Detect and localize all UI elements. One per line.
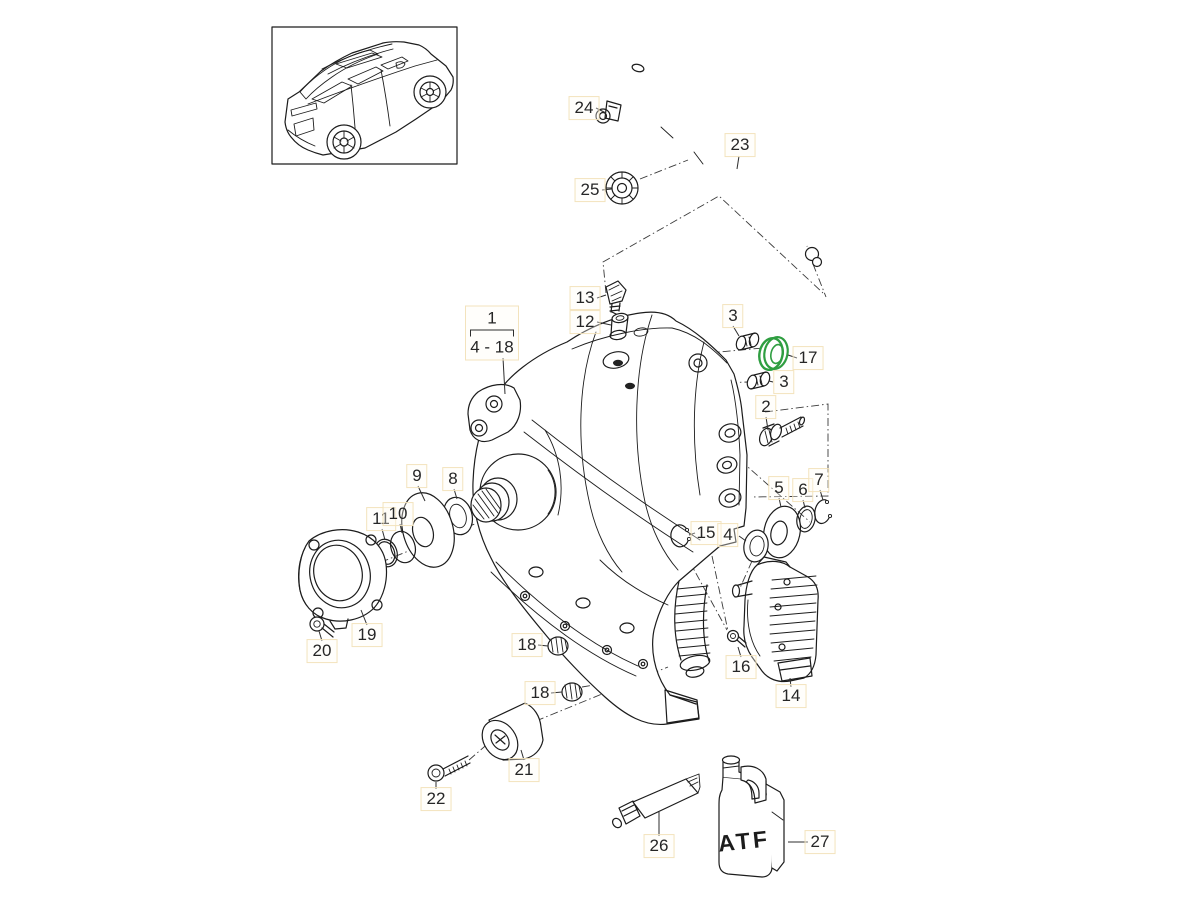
callout-label-10[interactable]: 10 <box>382 502 414 526</box>
rear-window <box>299 49 379 100</box>
callout-label-7[interactable]: 7 <box>808 468 830 492</box>
bolt-20[interactable] <box>309 616 335 638</box>
callout-label-22[interactable]: 22 <box>420 787 452 811</box>
callout-label-15[interactable]: 15 <box>690 521 722 545</box>
seal-ring-4[interactable] <box>741 528 770 564</box>
tube-end-fitting <box>804 246 823 268</box>
bearing-cover-19[interactable] <box>298 529 388 630</box>
group-bracket <box>470 329 514 337</box>
callout-label-14[interactable]: 14 <box>775 684 807 708</box>
breather-plug-25[interactable] <box>605 171 639 205</box>
atf-label: ATF <box>717 825 771 856</box>
side-mirror <box>395 61 406 69</box>
callout-label-8[interactable]: 8 <box>442 467 464 491</box>
callout-label-20[interactable]: 20 <box>306 639 338 663</box>
bolt-22[interactable] <box>427 755 471 782</box>
group-number: 1 <box>487 308 497 328</box>
seal-ring-17-highlighted[interactable] <box>756 335 790 372</box>
callout-label-9[interactable]: 9 <box>406 464 428 488</box>
front-wheel <box>413 75 447 109</box>
callout-label-26[interactable]: 26 <box>643 834 675 858</box>
callout-label-18[interactable]: 18 <box>524 681 556 705</box>
vent-valve-13[interactable] <box>605 280 627 316</box>
vehicle-thumbnail <box>271 26 458 165</box>
callout-label-3[interactable]: 3 <box>722 304 744 328</box>
callout-label-16[interactable]: 16 <box>725 655 757 679</box>
oil-tube[interactable] <box>631 63 823 268</box>
atf-bottle-27[interactable]: ATF <box>717 755 785 878</box>
pin-12[interactable] <box>609 312 629 341</box>
callout-label-3[interactable]: 3 <box>773 370 795 394</box>
callout-label-23[interactable]: 23 <box>724 133 756 157</box>
snap-ring-10[interactable] <box>387 528 420 566</box>
callout-group-1[interactable]: 1 4 - 18 <box>465 305 519 361</box>
rear-wheel <box>326 124 362 160</box>
callout-label-5[interactable]: 5 <box>768 476 790 500</box>
plug-18-upper[interactable] <box>547 636 569 656</box>
hose-clamp-24[interactable] <box>595 100 622 124</box>
sealant-tube-26[interactable] <box>611 773 701 829</box>
callout-label-27[interactable]: 27 <box>804 830 836 854</box>
output-coupling <box>674 580 711 678</box>
callout-label-25[interactable]: 25 <box>574 178 606 202</box>
washer-5[interactable] <box>759 503 805 561</box>
bolt-2[interactable] <box>757 416 806 447</box>
callout-label-17[interactable]: 17 <box>792 346 824 370</box>
group-range: 4 - 18 <box>470 337 514 357</box>
callout-label-2[interactable]: 2 <box>755 395 777 419</box>
callout-label-19[interactable]: 19 <box>351 623 383 647</box>
callout-label-21[interactable]: 21 <box>508 758 540 782</box>
bushing-3-upper[interactable] <box>735 332 760 351</box>
snap-ring-7[interactable] <box>814 499 833 524</box>
plug-18-lower[interactable] <box>561 682 583 702</box>
callout-label-4[interactable]: 4 <box>717 523 739 547</box>
actuator-motor-14[interactable] <box>731 556 819 683</box>
bolt-16[interactable] <box>726 629 747 648</box>
seal-ring-6[interactable] <box>794 504 817 533</box>
callout-label-13[interactable]: 13 <box>569 286 601 310</box>
transfer-case-housing[interactable] <box>467 311 748 726</box>
callout-label-18[interactable]: 18 <box>511 633 543 657</box>
callout-label-12[interactable]: 12 <box>569 310 601 334</box>
damper-21[interactable] <box>475 702 544 766</box>
bushing-3-lower[interactable] <box>746 371 771 390</box>
callout-label-24[interactable]: 24 <box>568 96 600 120</box>
